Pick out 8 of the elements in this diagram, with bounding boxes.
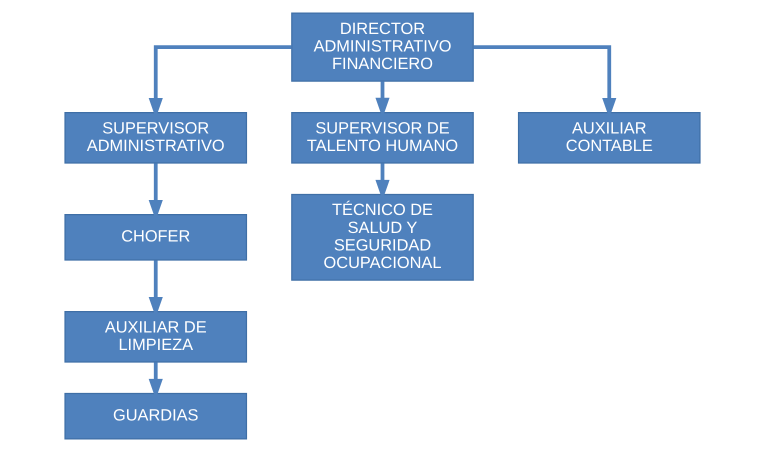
node-box: DIRECTOR ADMINISTRATIVO FINANCIERO: [291, 12, 474, 82]
node-box: SUPERVISOR ADMINISTRATIVO: [64, 112, 248, 164]
node-box: GUARDIAS: [64, 392, 248, 440]
node-box: AUXILIAR CONTABLE: [518, 112, 701, 164]
node-box: TÉCNICO DE SALUD Y SEGURIDAD OCUPACIONAL: [291, 194, 474, 281]
node-box: CHOFER: [64, 214, 248, 261]
node-box: AUXILIAR DE LIMPIEZA: [64, 311, 248, 363]
node-box: SUPERVISOR DE TALENTO HUMANO: [291, 112, 474, 164]
